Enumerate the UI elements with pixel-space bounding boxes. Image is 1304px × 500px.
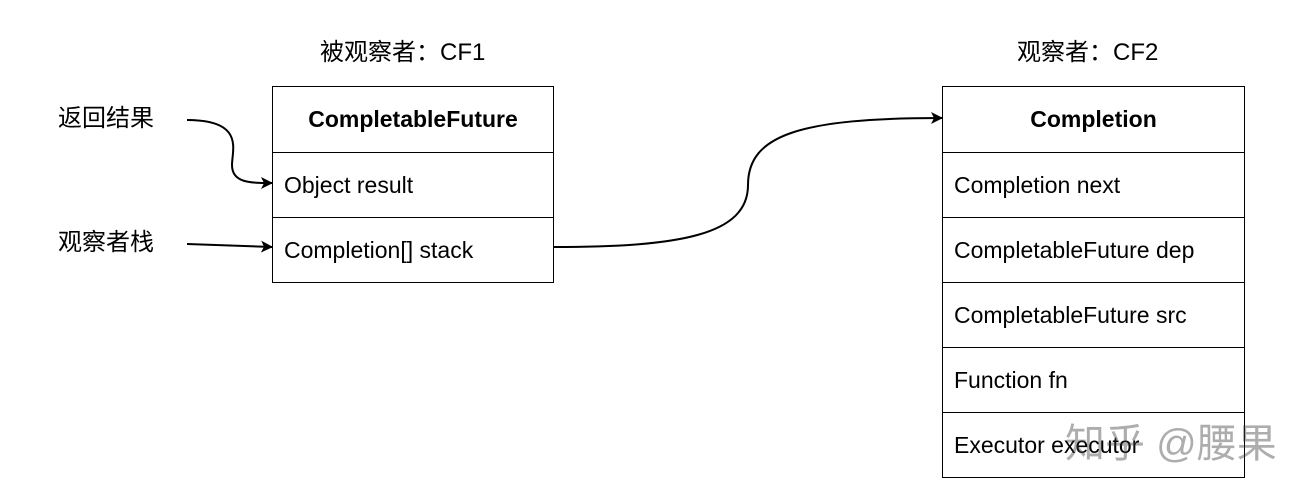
observer-stack-label: 观察者栈 <box>58 229 154 256</box>
return-result-label: 返回结果 <box>58 105 154 132</box>
field-completion-next: Completion next <box>943 152 1244 217</box>
cf2-title: 观察者：CF2 <box>1017 39 1159 66</box>
return-result-arrow <box>186 119 273 189</box>
field-completion-stack: Completion[] stack <box>273 217 553 282</box>
field-completable-future-src: CompletableFuture src <box>943 282 1244 347</box>
completable-future-class-box: CompletableFuture Object result Completi… <box>272 86 554 283</box>
observer-stack-arrow <box>186 240 273 253</box>
stack-to-completion-arrow <box>553 112 943 248</box>
completion-class-box: Completion Completion next CompletableFu… <box>942 86 1245 478</box>
completable-future-class-name: CompletableFuture <box>308 106 518 132</box>
field-object-result: Object result <box>273 152 553 217</box>
field-executor-executor: Executor executor <box>943 412 1244 477</box>
cf1-title: 被观察者：CF1 <box>320 39 486 66</box>
completion-class-name: Completion <box>1030 106 1157 132</box>
watermark: 知乎 @腰果 <box>1065 422 1277 466</box>
field-function-fn: Function fn <box>943 347 1244 412</box>
field-completable-future-dep: CompletableFuture dep <box>943 217 1244 282</box>
